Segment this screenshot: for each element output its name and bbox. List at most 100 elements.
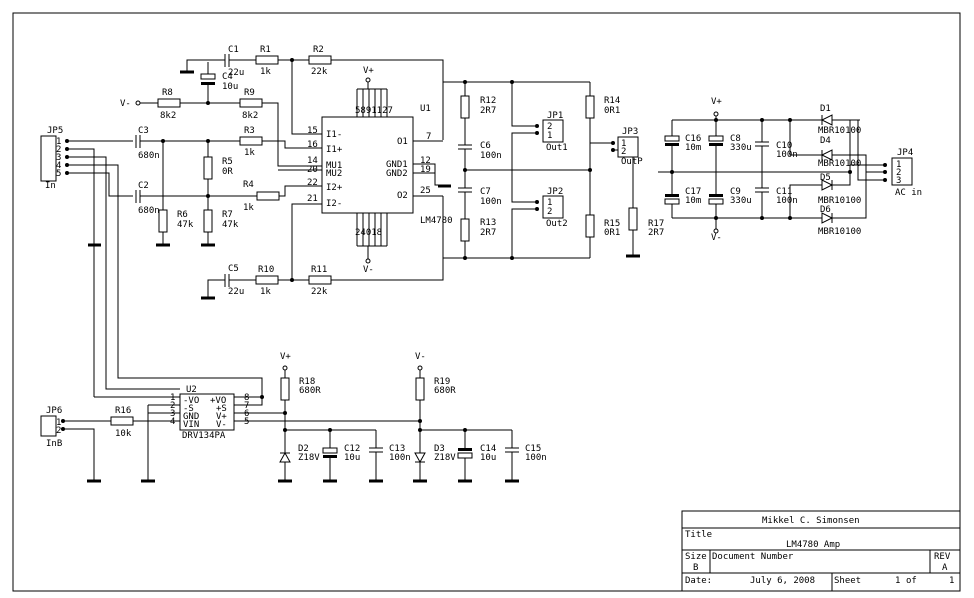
r1-value: 1k (260, 67, 271, 77)
connector-jp2: JP2 1 2 Out2 (542, 187, 568, 229)
r17-ref: R17 (648, 219, 664, 229)
r6-ref: R6 (177, 210, 188, 220)
jp5-pin-3: 3 (56, 153, 61, 163)
u2-pinnum-2: 2 (170, 401, 175, 411)
jp5-value: In (45, 181, 56, 191)
d2-value: Z18V (298, 453, 320, 463)
r8-vminus-label: V- (120, 99, 131, 109)
u2-pinnum-5: 5 (244, 417, 249, 427)
capacitor-c2: C2 680n (135, 181, 160, 216)
c5-value: 22u (228, 287, 244, 297)
d4-value: MBR10100 (818, 159, 861, 169)
jp2-value: Out2 (546, 219, 568, 229)
jp6-ref: JP6 (46, 406, 62, 416)
c4-ref: C4 (222, 72, 233, 82)
r4-ref: R4 (243, 180, 254, 190)
capacitor-c16 (664, 135, 680, 142)
u1-vplus-label: V+ (363, 66, 374, 76)
r15-value: 0R1 (604, 228, 620, 238)
r5-ref: R5 (222, 157, 233, 167)
jp4-ref: JP4 (897, 148, 913, 158)
capacitor-c4 (200, 73, 216, 80)
r10-value: 1k (260, 287, 271, 297)
resistor-r15 (585, 214, 595, 238)
resistor-r5 (203, 156, 213, 180)
connector-jp3: JP3 1 2 OutP (617, 127, 643, 167)
d3-value: Z18V (434, 453, 456, 463)
title-block-rev: A (942, 563, 948, 573)
r7-ref: R7 (222, 210, 233, 220)
c17-ref: C17 (685, 187, 701, 197)
c13-value: 100n (389, 453, 411, 463)
c3-ref: C3 (138, 126, 149, 136)
jp5-pin-4: 4 (56, 161, 61, 171)
u1-pinnum-19: 19 (420, 165, 431, 175)
title-block-title-label: Title (685, 530, 712, 540)
jp5-pin-5: 5 (56, 169, 61, 179)
title-block: Mikkel C. Simonsen Title LM4780 Amp Size… (681, 510, 961, 592)
c10-ref: C10 (776, 141, 792, 151)
jp6-pin-2: 2 (56, 426, 61, 436)
u1-pinnum-16: 16 (307, 140, 318, 150)
connector-jp6: JP6 InB 1 2 (40, 406, 62, 449)
r12-value: 2R7 (480, 106, 496, 116)
jp3-ref: JP3 (622, 127, 638, 137)
u2-pinnum-1: 1 (170, 393, 175, 403)
u1-vplus-pins: 5891127 (355, 106, 393, 116)
u1-pin-gnd2: GND2 (386, 169, 408, 179)
u2-pinnum-6: 6 (244, 409, 249, 419)
r12-ref: R12 (480, 96, 496, 106)
resistor-r13 (460, 218, 470, 242)
jp1-pin-2: 2 (547, 122, 552, 132)
zener-d2: D2 Z18V (279, 444, 320, 463)
capacitor-c3: C3 680n (135, 126, 160, 161)
r11-ref: R11 (311, 265, 327, 275)
connector-jp4: JP4 1 2 3 AC in (891, 148, 922, 198)
r2-ref: R2 (313, 45, 324, 55)
diode-d5: D5 MBR10100 (818, 173, 861, 206)
jp4-pin-2: 2 (896, 168, 901, 178)
r3-ref: R3 (244, 126, 255, 136)
jp5-pin-1: 1 (56, 137, 61, 147)
u1-pinnum-12: 12 (420, 156, 431, 166)
r9-value: 8k2 (242, 111, 258, 121)
r17-value: 2R7 (648, 228, 664, 238)
jp3-pin-1: 1 (621, 139, 626, 149)
c4-value: 10u (222, 82, 238, 92)
jp4-pin-3: 3 (896, 176, 901, 186)
r13-ref: R13 (480, 218, 496, 228)
r10-ref: R10 (258, 265, 274, 275)
u1-pin-i2p: I2+ (326, 183, 343, 193)
c2-ref: C2 (138, 181, 149, 191)
title-block-size-label: Size (685, 552, 707, 562)
r3-value: 1k (244, 148, 255, 158)
c8-value: 330u (730, 143, 752, 153)
resistor-r9 (239, 98, 263, 108)
title-block-sheet-total: 1 (949, 576, 954, 586)
u2-ref: U2 (186, 385, 197, 395)
r6-value: 47k (177, 220, 194, 230)
r5-value: 0R (222, 167, 233, 177)
u2-pin-sp: +S (216, 404, 227, 414)
c6-ref: C6 (480, 141, 491, 151)
c7-value: 100n (480, 197, 502, 207)
r2-value: 22k (311, 67, 328, 77)
r18-value: 680R (299, 386, 321, 396)
title-block-date: July 6, 2008 (750, 576, 815, 586)
u1-pinnum-7: 7 (426, 132, 431, 142)
c14-ref: C14 (480, 444, 496, 454)
resistor-r7 (203, 209, 213, 233)
u2-vminus-label: V- (415, 352, 426, 362)
u1-pin-o2: O2 (397, 191, 408, 201)
u2-pin-vm: V- (216, 420, 227, 430)
r11-value: 22k (311, 287, 328, 297)
u2-pinnum-7: 7 (244, 401, 249, 411)
psu-vminus-label: V- (711, 233, 722, 243)
capacitor-c8 (708, 135, 724, 142)
c3-value: 680n (138, 151, 160, 161)
resistor-r11 (308, 275, 332, 285)
u1-pin-o1: O1 (397, 137, 408, 147)
u1-pinnum-15: 15 (307, 126, 318, 136)
r16-ref: R16 (115, 406, 131, 416)
